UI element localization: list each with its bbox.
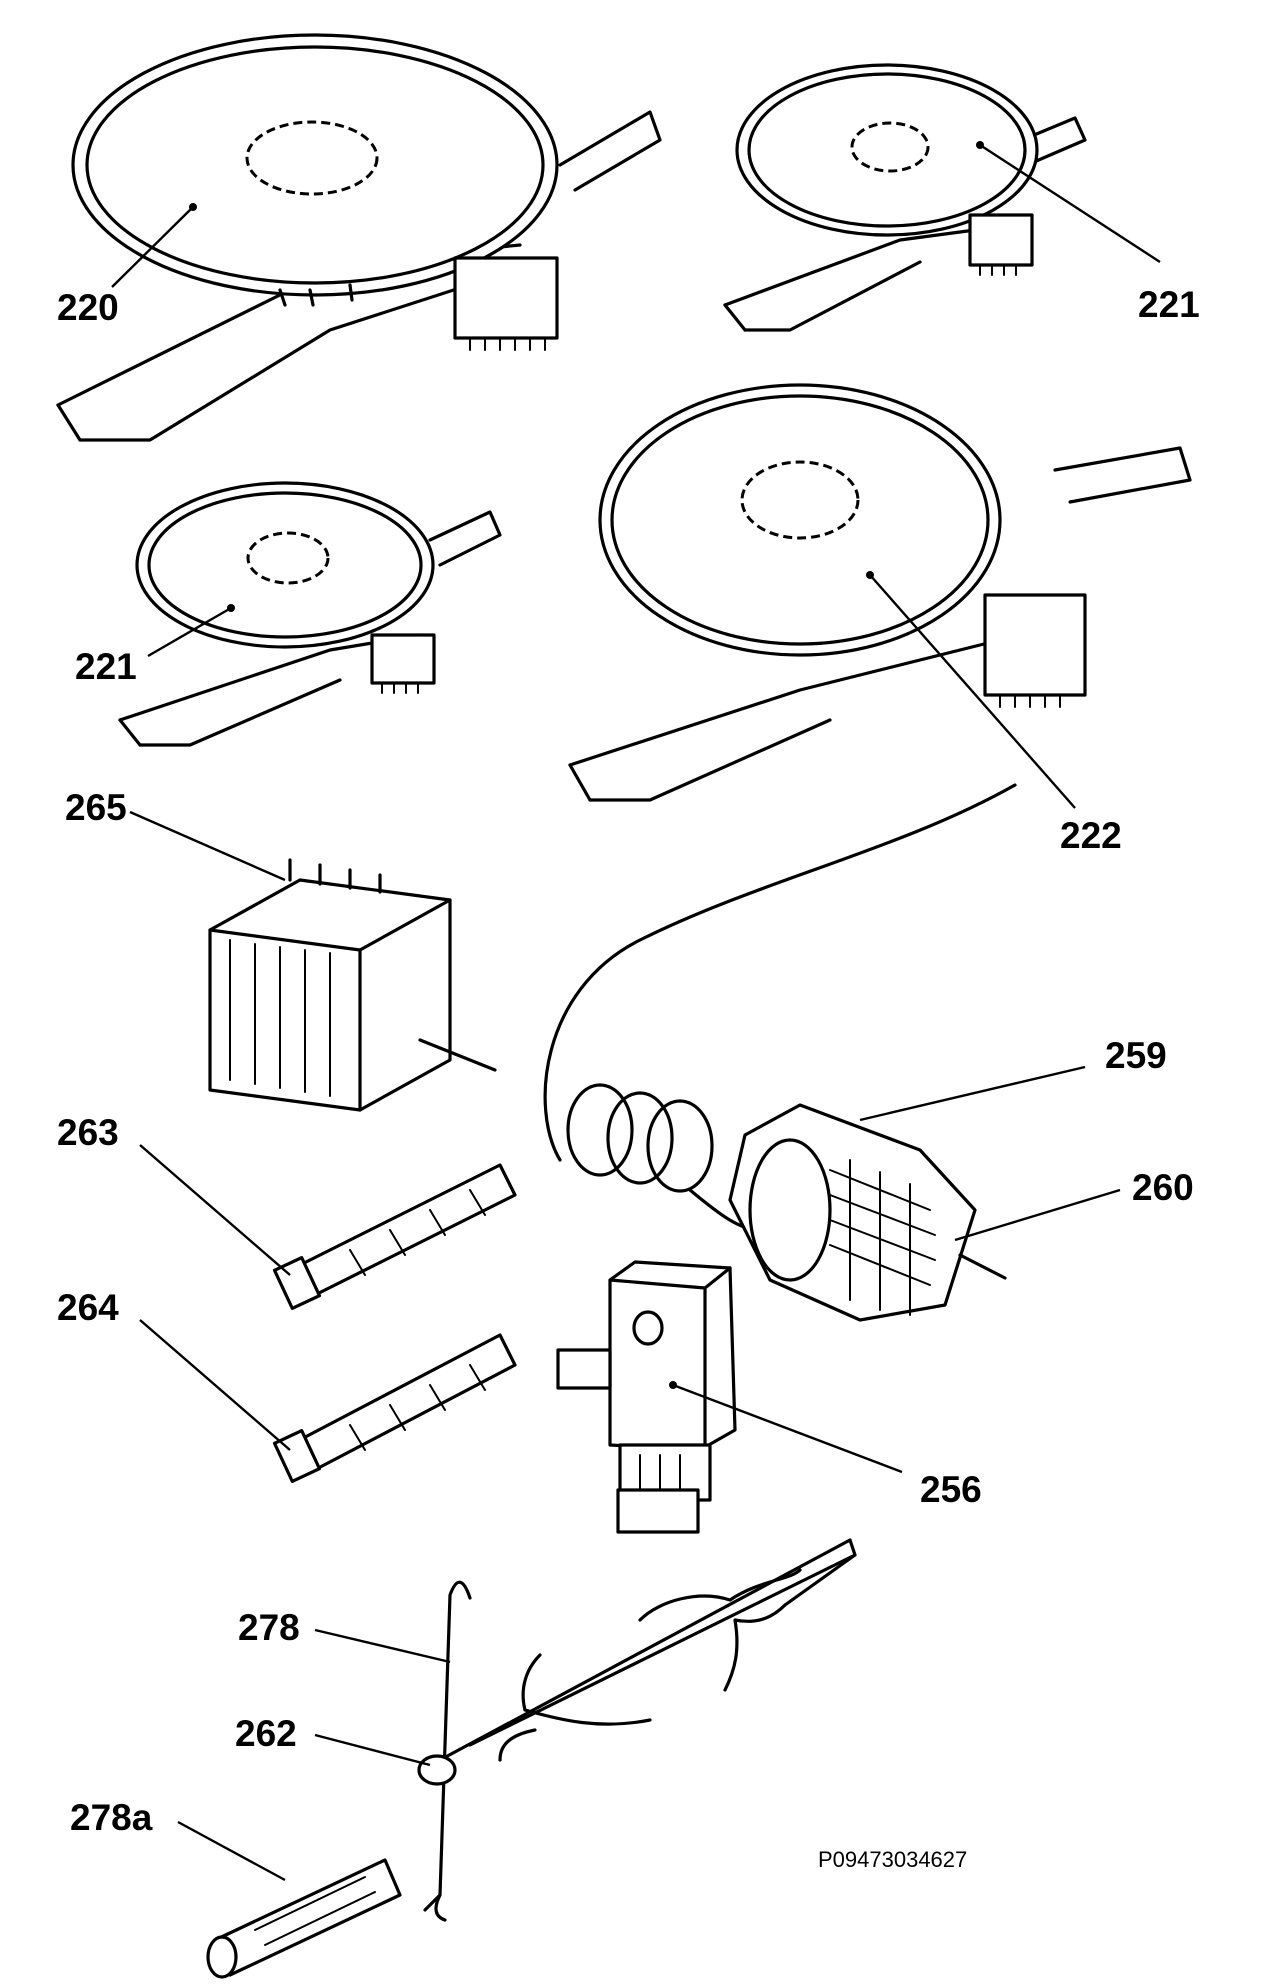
callout-221-lower: 221 [75,646,137,687]
motor-256 [556,1260,737,1534]
lamp-holder-263 [272,1163,517,1310]
hotplate-221-lower [118,481,502,747]
switch-265 [208,858,497,1112]
callout-256: 256 [920,1469,982,1510]
callout-265: 265 [65,787,127,828]
hotplate-220 [56,33,662,442]
drawing-code: P09473034627 [818,1847,967,1872]
callout-221-upper: 221 [1138,284,1200,325]
callout-259: 259 [1105,1035,1167,1076]
hotplate-222 [568,383,1192,802]
callout-222: 222 [1060,815,1122,856]
callout-264: 264 [57,1287,119,1328]
callout-263: 263 [57,1112,119,1153]
thermostat-259-260 [543,783,1017,1322]
lamp-holder-264 [272,1333,517,1483]
callout-278: 278 [238,1607,300,1648]
callout-262: 262 [235,1713,297,1754]
callout-220: 220 [57,287,119,328]
callout-278a: 278a [70,1797,153,1838]
callout-260: 260 [1132,1167,1194,1208]
hotplate-221-upper [723,63,1087,332]
leader-lines [111,143,1161,1882]
rotisserie-spit [206,1538,857,1979]
